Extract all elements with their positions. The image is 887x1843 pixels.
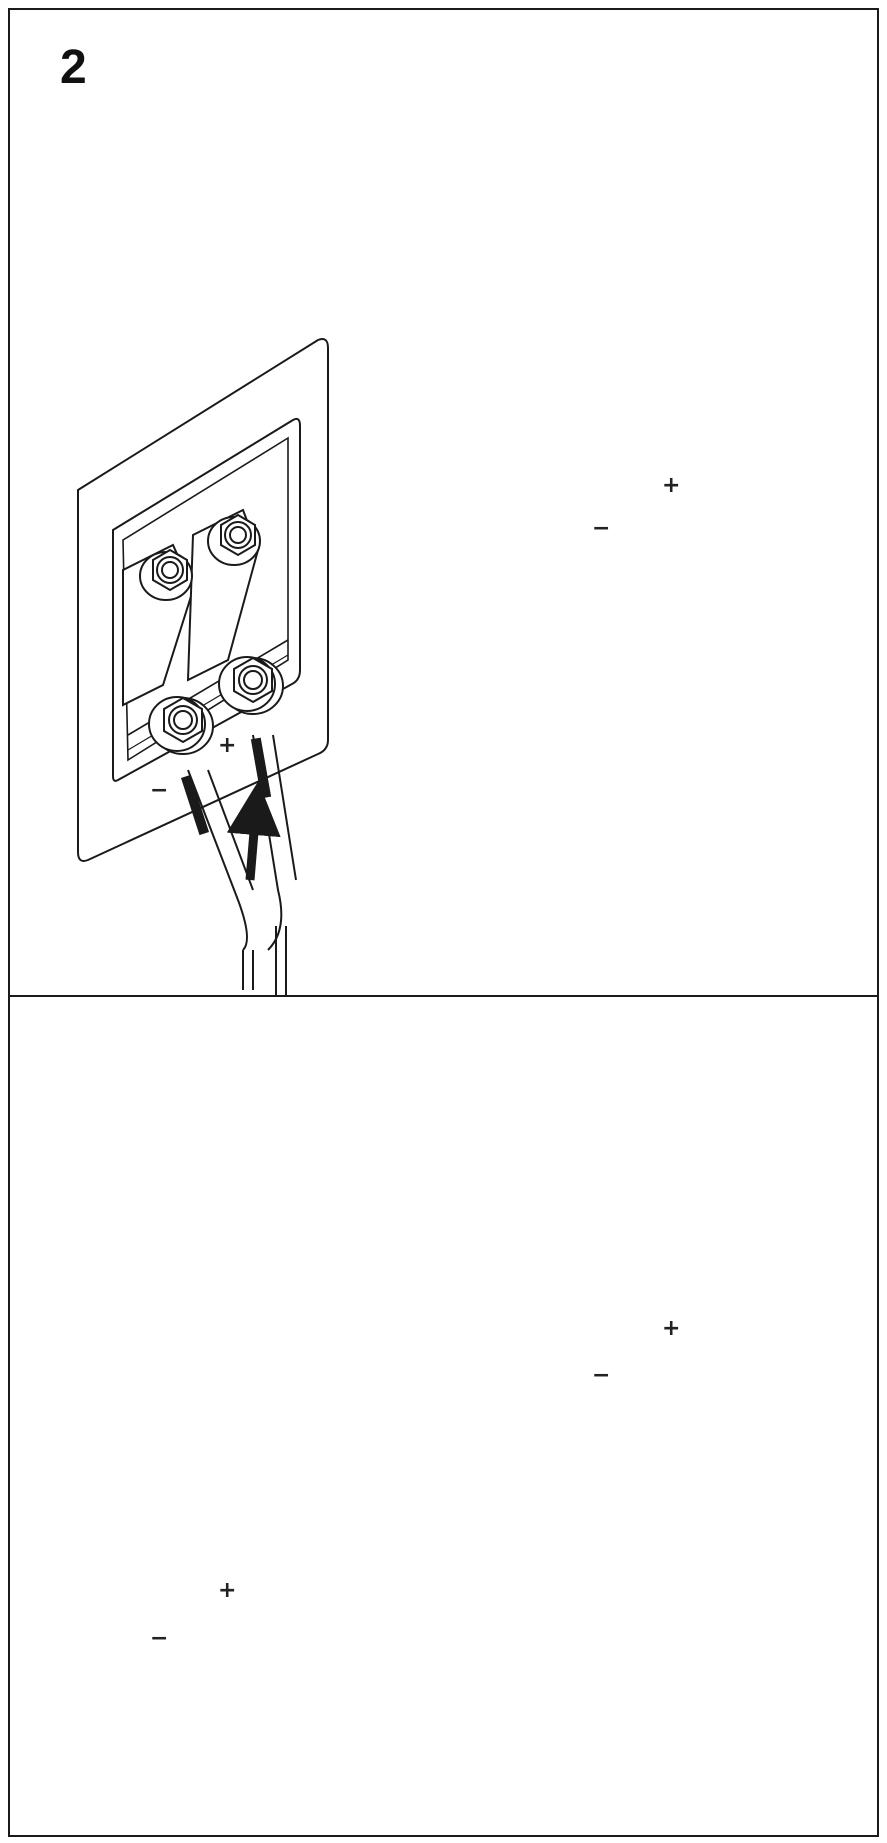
panel-bottom-frame <box>9 996 878 1836</box>
top-left-cable <box>276 926 286 996</box>
top-left-negative-label: − <box>150 778 169 803</box>
bottom-right-negative-label: − <box>592 1363 611 1388</box>
bottom-left-negative-label: − <box>150 1626 169 1651</box>
top-left-terminal <box>77 338 329 990</box>
top-left-positive-label: + <box>218 733 237 758</box>
bottom-left-positive-label: + <box>218 1578 237 1603</box>
top-right-positive-label: + <box>662 473 681 498</box>
bottom-right-positive-label: + <box>662 1316 681 1341</box>
step-number: 2 <box>60 41 87 94</box>
top-right-negative-label: − <box>592 516 611 541</box>
insert-up-arrow <box>226 781 281 880</box>
